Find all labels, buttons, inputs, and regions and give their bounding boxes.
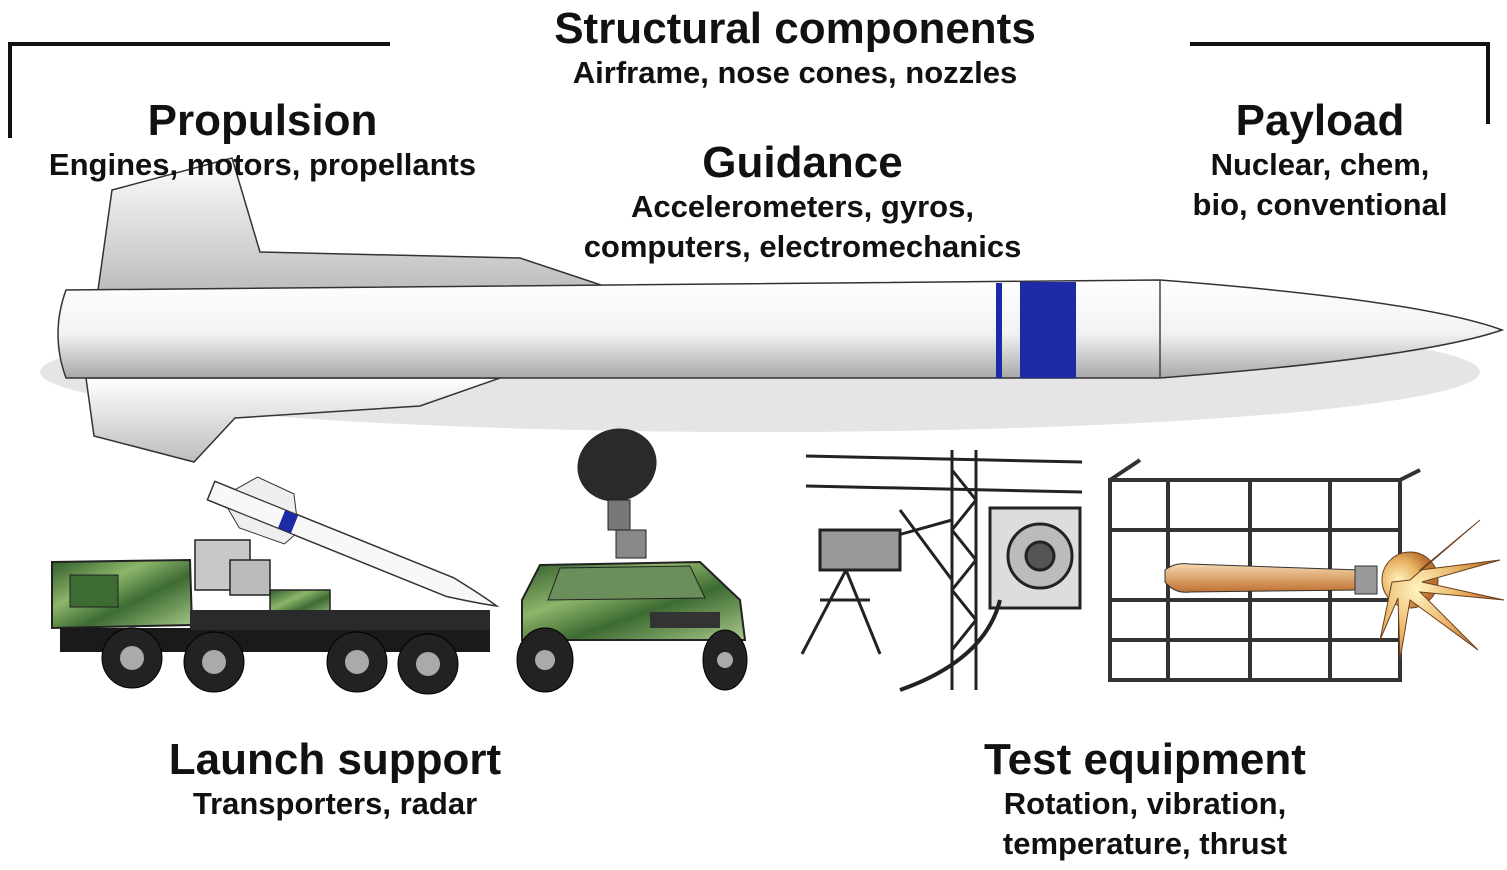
propulsion-group: Propulsion Engines, motors, propellants xyxy=(0,96,525,186)
launcher-truck-illustration xyxy=(51,476,500,695)
missile-illustration xyxy=(40,157,1505,463)
test-stand-illustration xyxy=(800,450,1083,692)
test-equipment-title: Test equipment xyxy=(984,735,1306,784)
structural-bracket xyxy=(8,42,1490,138)
guidance-title: Guidance xyxy=(702,138,903,187)
propulsion-title: Propulsion xyxy=(147,96,378,145)
launch-support-group: Launch support Transporters, radar xyxy=(135,735,535,825)
truck-missile xyxy=(206,476,500,608)
radar-dish xyxy=(577,428,657,502)
guidance-line-2: computers, electromechanics xyxy=(583,229,1022,265)
payload-line-2: bio, conventional xyxy=(1192,187,1448,223)
launch-support-subtitle: Transporters, radar xyxy=(192,786,478,822)
launch-support-title: Launch support xyxy=(168,735,502,784)
missile-wide-band xyxy=(1020,282,1076,378)
test-equipment-line-2: temperature, thrust xyxy=(1002,826,1288,862)
propulsion-subtitle: Engines, motors, propellants xyxy=(48,147,477,183)
missile-body xyxy=(57,279,1505,379)
guidance-line-1: Accelerometers, gyros, xyxy=(631,189,974,225)
exhaust-burst xyxy=(1379,519,1505,661)
payload-title: Payload xyxy=(1235,96,1405,145)
thrust-test-illustration xyxy=(1108,458,1505,682)
test-equipment-line-1: Rotation, vibration, xyxy=(1003,786,1287,822)
missile-thin-band xyxy=(996,283,1002,378)
structural-group: Structural components Airframe, nose con… xyxy=(470,4,1120,94)
payload-line-1: Nuclear, chem, xyxy=(1210,147,1430,183)
structural-subtitle: Airframe, nose cones, nozzles xyxy=(572,55,1018,91)
payload-group: Payload Nuclear, chem, bio, conventional xyxy=(1150,96,1490,224)
guidance-group: Guidance Accelerometers, gyros, computer… xyxy=(530,138,1075,266)
structural-title: Structural components xyxy=(554,4,1036,53)
test-equipment-group: Test equipment Rotation, vibration, temp… xyxy=(945,735,1345,863)
radar-vehicle-illustration xyxy=(516,428,748,693)
